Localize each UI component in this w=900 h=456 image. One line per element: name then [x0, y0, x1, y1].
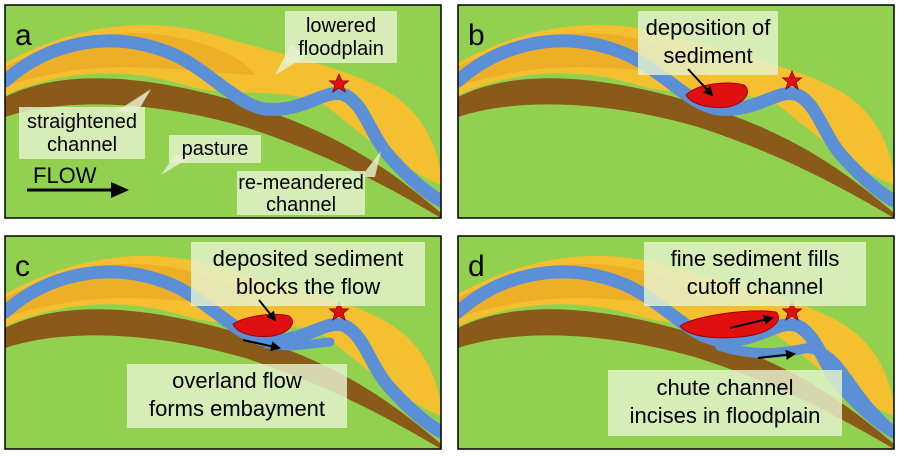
lowered-floodplain-label-line1: lowered: [306, 15, 376, 37]
panel-c: c deposited sediment blocks the flow ove…: [4, 235, 442, 450]
deposited-sediment-pointer-arrow: [258, 299, 277, 322]
re-meandered-channel-callout: [361, 151, 381, 177]
panel-d: d fine sediment fills cutoff channel chu…: [457, 235, 895, 450]
overland-flow-label-line1: overland flow: [172, 368, 302, 393]
deposition-of-sediment-label-line1: deposition of: [646, 15, 772, 40]
re-meandered-channel-label-line2: channel: [266, 194, 336, 216]
arrow-right-icon: [27, 182, 129, 198]
panel-letter-d: d: [468, 250, 485, 283]
straightened-channel-box: [19, 107, 145, 159]
chute-channel-label-line2: incises in floodplain: [630, 403, 821, 428]
fine-sediment-label-line2: cutoff channel: [687, 274, 824, 299]
deposited-sediment-box: [191, 242, 425, 306]
deposited-sediment-label-line1: deposited sediment: [213, 246, 404, 271]
chute-channel-box: [608, 370, 842, 436]
embayment-channel: [262, 337, 335, 351]
straightened-channel-label-line1: straightened: [27, 111, 137, 133]
deposited-sediment-label-line2: blocks the flow: [236, 274, 380, 299]
panel-a: a lowered floodplain straightened channe…: [4, 4, 442, 219]
pasture-box: [169, 135, 261, 163]
sediment-fill-d: [679, 310, 779, 339]
lowered-floodplain-label-line2: floodplain: [298, 38, 384, 60]
deposition-of-sediment-label-line2: sediment: [663, 43, 752, 68]
chute-channel: [715, 341, 894, 437]
overland-flow-arrow: [242, 339, 281, 352]
chute-channel-label-line1: chute channel: [657, 375, 794, 400]
deposition-pointer-arrow: [687, 68, 714, 97]
panel-letter-a: a: [15, 19, 32, 52]
overland-flow-label-line2: forms embayment: [149, 396, 325, 421]
sediment-deposit-b: [685, 82, 748, 108]
re-meandered-channel-box: [237, 171, 365, 215]
re-meandered-channel-label-line1: re-meandered: [238, 172, 364, 194]
panel-b: b deposition of sediment: [457, 4, 895, 219]
sediment-deposit-c: [232, 313, 293, 337]
pasture-label: pasture: [182, 138, 249, 160]
overland-flow-box: [127, 364, 347, 428]
panel-letter-c: c: [15, 250, 30, 283]
deposition-of-sediment-box: [638, 11, 778, 75]
panel-letter-b: b: [468, 19, 485, 52]
flow-label: FLOW: [33, 163, 97, 188]
chute-flow-arrow: [757, 349, 796, 360]
fine-sediment-arrow: [729, 314, 774, 329]
lowered-floodplain-box: [285, 11, 397, 63]
fine-sediment-box: [644, 242, 866, 306]
fine-sediment-label-line1: fine sediment fills: [671, 246, 840, 271]
straightened-channel-label-line2: channel: [47, 134, 117, 156]
